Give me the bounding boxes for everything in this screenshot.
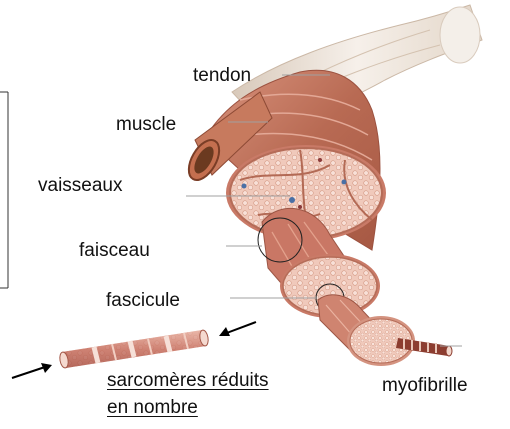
sarcomere-rod — [59, 329, 210, 368]
myofibril-label: myofibrille — [382, 376, 468, 395]
muscle-label: muscle — [116, 115, 176, 134]
tendon-label: tendon — [193, 66, 251, 85]
arrow-left — [219, 322, 256, 336]
sarcomere-label-line2: en nombre — [107, 398, 198, 417]
vessels-label: vaisseaux — [38, 176, 123, 195]
bundle-label: faisceau — [79, 241, 150, 260]
sarcomere-label-line1: sarcomères réduits — [107, 371, 269, 390]
fascicle-label: fascicule — [106, 291, 180, 310]
arrow-right — [12, 363, 52, 378]
